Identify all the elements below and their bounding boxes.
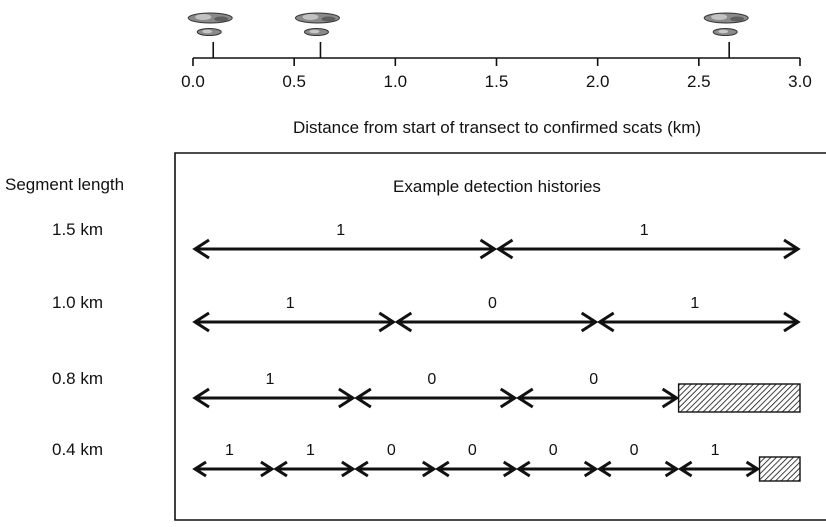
segment-arrow: 0 [515,371,680,409]
segment-length-label: 1.0 km [52,293,103,312]
tick-label: 2.5 [687,72,711,91]
axis-title: Distance from start of transect to confi… [293,118,701,137]
detection-row: 1.5 km 1 1 [52,220,801,260]
segment-arrow: 1 [596,295,801,333]
segment-length-label: 0.8 km [52,369,103,388]
detection-value: 1 [336,222,345,239]
hatched-remainder-block [677,383,801,413]
detection-value: 1 [640,222,649,239]
scat-icon [187,12,233,58]
detection-value: 0 [630,442,639,459]
detection-value: 0 [427,371,436,388]
segment-arrow: 0 [354,371,518,409]
segment-arrow: 0 [596,442,680,478]
detection-row: 0.8 km 1 0 0 [52,369,801,413]
segment-arrow: 0 [515,442,599,478]
hatched-remainder-block [758,456,801,482]
scat-icon [703,12,749,58]
segment-arrow: 0 [354,442,437,478]
tick-label: 3.0 [788,72,812,91]
detection-value: 0 [549,442,558,459]
detection-value: 0 [468,442,477,459]
segment-arrow: 1 [192,371,356,409]
tick-label: 2.0 [586,72,610,91]
detection-value: 0 [488,295,497,312]
detection-value: 1 [225,442,234,459]
detection-rows: 1.5 km 1 1 1.0 km 1 0 1 0.8 km 1 0 0 0.4 km 1 1 0 0 0 0 1 [52,220,801,482]
tick-label: 1.5 [485,72,509,91]
detection-value: 1 [306,442,315,459]
panel-border [174,152,826,521]
detection-value: 1 [265,371,274,388]
panel-title: Example detection histories [393,177,601,196]
detection-row: 0.4 km 1 1 0 0 0 0 1 [52,440,801,482]
segment-length-header: Segment length [5,175,124,194]
tick-label: 1.0 [384,72,408,91]
segment-arrow: 1 [677,442,761,478]
distance-axis: 0.0 0.5 1.0 1.5 2.0 2.5 3.0 Distance from star… [181,12,812,137]
segment-arrow: 1 [273,442,356,478]
segment-arrow: 0 [435,442,518,478]
segment-arrow: 1 [192,442,275,478]
detection-value: 1 [286,295,295,312]
segment-arrow: 1 [192,295,397,333]
detection-value: 1 [711,442,720,459]
segment-length-label: 1.5 km [52,220,103,239]
segment-arrow: 0 [394,295,599,333]
detection-value: 0 [387,442,396,459]
detection-value: 1 [690,295,699,312]
segment-arrow: 1 [495,222,801,260]
detection-row: 1.0 km 1 0 1 [52,293,801,333]
scat-markers [187,12,749,58]
axis-ticks: 0.0 0.5 1.0 1.5 2.0 2.5 3.0 [181,58,812,91]
detection-value: 0 [589,371,598,388]
tick-label: 0.0 [181,72,205,91]
tick-label: 0.5 [282,72,306,91]
segment-arrow: 1 [192,222,498,260]
segment-length-label: 0.4 km [52,440,103,459]
scat-icon [294,12,340,58]
